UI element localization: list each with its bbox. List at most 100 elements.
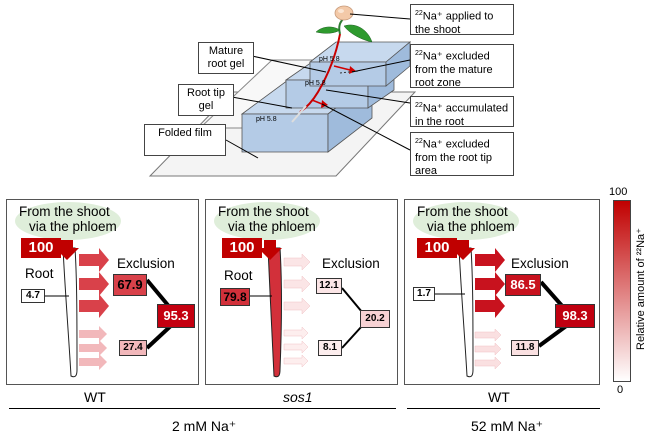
tip-arrow [283,340,309,354]
root-shape [62,247,78,378]
sum-line [341,325,363,349]
condition-rule-high [407,408,600,409]
mature-root-gel-label: Mature root gel [198,42,254,74]
callout-accumulated-text: Na⁺ accumulated in the root [415,102,509,128]
input-arrow [55,240,79,260]
root-value: 1.7 [413,287,435,301]
isotope-superscript: 22 [415,138,423,145]
total-exclusion-value: 95.3 [157,304,195,328]
shoot-text-2: via the phloem [228,219,316,234]
root-label: Root [25,266,54,281]
root-shape [267,247,282,378]
legend-min: 0 [617,384,624,396]
sum-line [341,287,363,313]
legend-title: Relative amount of ²²Na⁺ [635,228,647,350]
mature-arrow [283,275,311,293]
callout-accumulated: 22Na⁺ accumulated in the root [410,96,514,128]
isotope-superscript: 22 [415,10,423,17]
mature-arrow [283,297,311,315]
mature-arrow [475,248,505,272]
condition-label-high: 52 mM Na⁺ [471,418,543,434]
tip-exclusion-value: 8.1 [318,340,342,356]
panel-graphics [248,240,363,378]
tip-arrows [283,326,309,368]
ph-label-middle: pH 5.8 [305,80,326,87]
root-tip-line [291,105,307,123]
leader-accumulated [325,89,411,104]
exclusion-arrowhead-tip [321,100,328,108]
tip-arrow [474,356,502,370]
shoot-text-1: From the shoot [417,204,508,219]
shoot-cloud [214,202,320,240]
tip-arrow [79,340,107,356]
callout-excluded-mature-text: Na⁺ excluded from the mature root zone [415,50,493,89]
mature-arrow [79,272,109,296]
genotype-label: sos1 [283,389,313,405]
mature-arrow [283,253,311,271]
tip-arrow [283,354,309,368]
exclusion-label: Exclusion [322,256,380,271]
exclusion-label: Exclusion [117,256,175,271]
mature-arrow [475,272,505,296]
shoot-text-1: From the shoot [218,204,309,219]
callout-excluded-tip: 22Na⁺ excluded from the root tip area [410,132,514,177]
exclusion-arrowhead-mature [349,66,356,74]
experimental-setup-diagram [148,5,417,177]
input-value: 100 [417,238,457,258]
mature-exclusion-value: 12.1 [316,278,342,294]
exclusion-arrow-mature [333,65,351,71]
dashed-line [339,70,359,74]
leader-applied [349,13,411,20]
panel-graphics [37,240,179,378]
ph-label-mature: pH 5.8 [319,56,340,63]
exclusion-label: Exclusion [511,256,569,271]
mature-arrows [79,248,109,318]
leader-folded-film [225,139,259,159]
condition-rule-low [9,408,396,409]
mature-arrow [475,294,505,318]
mature-arrows [283,253,311,315]
tip-arrow [283,326,309,340]
input-arrow [451,240,475,260]
root-value: 79.8 [220,288,250,306]
root-label: Root [224,268,253,283]
na-droplet-highlight [338,9,344,13]
condition-label-low: 2 mM Na⁺ [172,418,237,434]
root-shape [458,247,474,378]
mature-arrows [475,248,505,318]
mature-exclusion-value: 67.9 [113,274,147,296]
genotype-label: WT [488,389,510,405]
tip-exclusion-value: 11.8 [511,340,539,356]
shoot-text-2: via the phloem [427,219,515,234]
panel-sos1-2mm: From the shoot via the phloem 100 Root E… [205,199,398,385]
shoot-text-1: From the shoot [19,204,110,219]
tip-arrow [474,328,502,342]
leader-mature-gel [251,55,327,73]
panel-wt-52mm: From the shoot via the phloem 100 Exclus… [404,199,600,385]
root-value: 4.7 [21,289,45,303]
input-arrow [258,240,282,260]
leader-excluded-tip [321,103,411,151]
panel-graphics [435,240,573,378]
leaf-left [315,26,341,34]
panel-wt-2mm: From the shoot via the phloem 100 Root E… [6,199,199,385]
ph-label-tip: pH 5.8 [256,116,277,123]
leader-root-tip-gel [231,96,293,109]
tip-arrows [474,328,502,370]
callout-applied-text: Na⁺ applied to the shoot [415,10,494,36]
tip-arrow [79,354,107,370]
root-tip-gel-label: Root tip gel [178,84,234,116]
tip-arrows [79,326,107,370]
shoot-cloud [15,202,121,240]
exclusion-arrow-tip [311,99,323,105]
isotope-superscript: 22 [415,102,423,109]
root-tip-gel-front [241,113,329,153]
callout-applied: 22Na⁺ applied to the shoot [410,4,514,36]
callout-excluded-tip-text: Na⁺ excluded from the root tip area [415,138,493,177]
isotope-superscript: 22 [415,50,423,57]
leader-excluded-mature [351,59,411,73]
total-exclusion-value: 98.3 [555,304,595,328]
input-value: 100 [222,238,262,258]
mature-arrow [79,294,109,318]
legend-max: 100 [609,186,628,198]
